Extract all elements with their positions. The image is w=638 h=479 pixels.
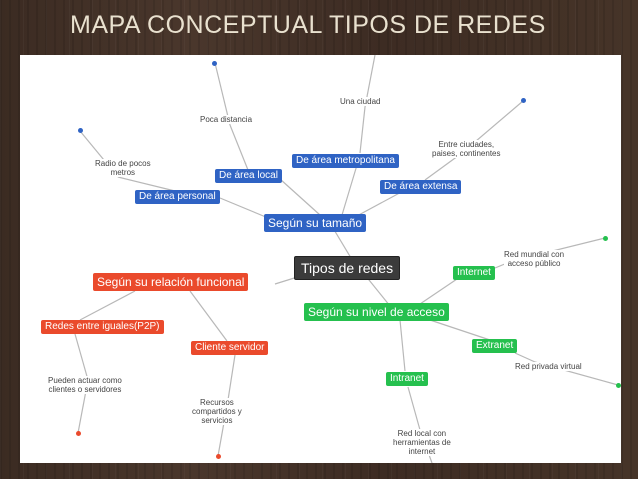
note-intranet: Red local con herramientas de internet (393, 429, 451, 456)
note-metropolitana: Una ciudad (340, 97, 381, 106)
link-acceso-internet (419, 278, 458, 305)
note-line: herramientas de (393, 438, 451, 447)
endpoint-dot (521, 98, 526, 103)
note-line: Poca distancia (200, 115, 253, 124)
link-acceso-extranet (429, 319, 491, 341)
note-line: Una ciudad (340, 97, 381, 106)
endpoint-dot (216, 454, 221, 459)
link-personal-note (117, 176, 176, 192)
link-relacion-cliente (189, 290, 228, 342)
endpoint-dot (212, 61, 217, 66)
note-line: paises, continentes (432, 149, 501, 158)
link-p2p-note (74, 333, 89, 381)
node-extranet[interactable]: Extranet (472, 339, 518, 353)
note-line: Recursos (200, 398, 234, 407)
node-nivel-acceso[interactable]: Según su nivel de acceso (304, 303, 449, 321)
note-personal: Radio de pocos metros (95, 159, 151, 177)
link-cliente-note (227, 354, 236, 401)
note-line: Radio de pocos (95, 159, 151, 168)
link-metro-note (359, 106, 366, 154)
note-line: servicios (201, 416, 233, 425)
note-cliente: Recursos compartidos y servicios (192, 398, 242, 425)
endpoint-dot (603, 236, 608, 241)
link-local-note (229, 124, 249, 171)
note-line: metros (110, 168, 136, 177)
note-local: Poca distancia (200, 115, 253, 124)
node-area-metropolitana[interactable]: De área metropolitana (292, 154, 399, 168)
node-area-personal[interactable]: De área personal (135, 190, 220, 204)
node-internet[interactable]: Internet (453, 266, 495, 280)
endpoint-dot (616, 383, 621, 388)
link-tamano-local (279, 178, 321, 216)
note-line: Entre ciudades, (438, 140, 495, 149)
note-line: clientes o servidores (48, 385, 122, 394)
link-root-acceso (364, 274, 391, 307)
link-acceso-intranet (399, 319, 406, 372)
node-intranet[interactable]: Intranet (386, 372, 428, 386)
note-line: Red local con (397, 429, 447, 438)
endpoint-dot (78, 128, 83, 133)
slide-title: MAPA CONCEPTUAL TIPOS DE REDES (70, 11, 546, 39)
link-extranet-note (514, 352, 536, 363)
note-internet: Red mundial con acceso público (504, 250, 565, 268)
node-segun-tamano[interactable]: Según su tamaño (264, 214, 367, 232)
node-area-extensa[interactable]: De área extensa (380, 180, 462, 194)
note-line: Red mundial con (504, 250, 565, 259)
link-tamano-metropolitana (341, 164, 358, 216)
note-line: Pueden actuar como (48, 376, 122, 385)
note-line: Red privada virtual (515, 362, 582, 371)
note-line: internet (408, 447, 436, 456)
node-area-local[interactable]: De área local (215, 169, 282, 183)
node-cliente-servidor[interactable]: Cliente servidor (191, 341, 269, 355)
note-line: compartidos y (192, 407, 242, 416)
note-p2p: Pueden actuar como clientes o servidores (48, 376, 122, 394)
link-intranet-note (407, 386, 421, 431)
endpoint-dot (76, 431, 81, 436)
node-p2p[interactable]: Redes entre iguales(P2P) (41, 320, 164, 334)
note-line: acceso público (507, 259, 561, 268)
concept-map-canvas: Radio de pocos metros Poca distancia Una… (20, 55, 621, 463)
node-relacion-funcional[interactable]: Según su relación funcional (93, 273, 249, 291)
note-extensa: Entre ciudades, paises, continentes (432, 140, 501, 158)
link-local-tip (214, 62, 231, 126)
node-root[interactable]: Tipos de redes (294, 256, 401, 280)
note-extranet: Red privada virtual (515, 362, 582, 371)
link-relacion-p2p (79, 290, 136, 321)
